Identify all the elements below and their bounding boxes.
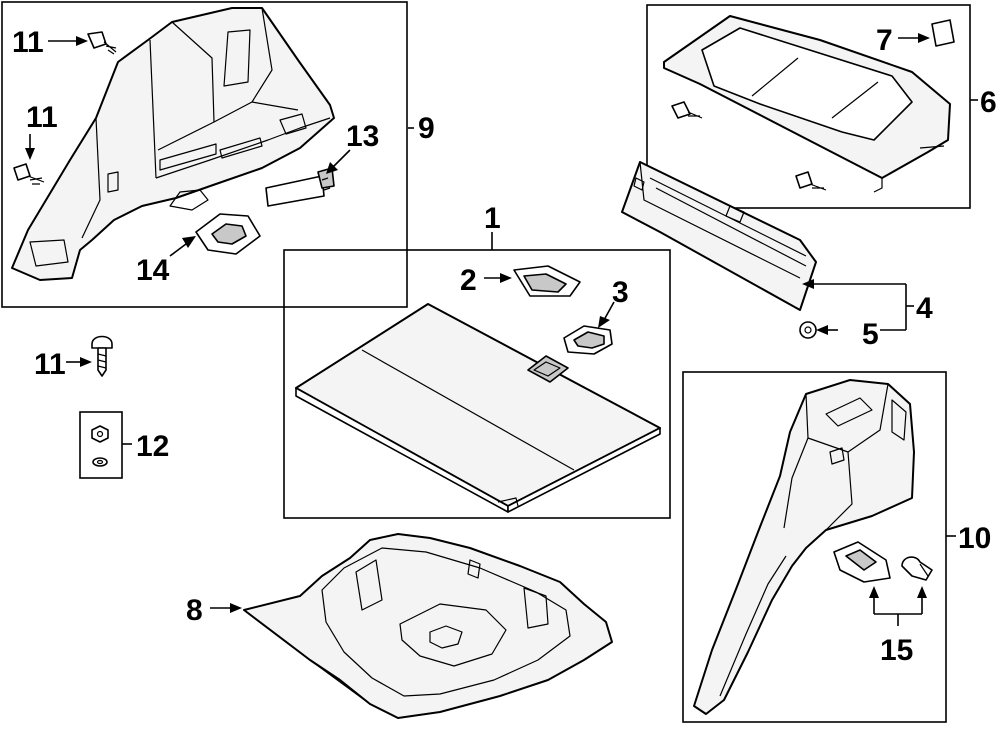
callout-6: 6 xyxy=(980,86,997,119)
scuff-plate-part xyxy=(621,161,817,311)
cover-handle-part xyxy=(513,265,581,297)
group-box-6 xyxy=(646,4,971,209)
group-box-12 xyxy=(79,411,123,479)
callout-2: 2 xyxy=(460,264,477,297)
callout-15: 15 xyxy=(880,634,913,667)
callout-9: 9 xyxy=(418,112,435,145)
clip-12-icon xyxy=(91,425,109,467)
callout-8: 8 xyxy=(186,594,203,627)
cargo-cover-part xyxy=(295,303,661,513)
callout-14: 14 xyxy=(136,254,170,287)
bulb-part xyxy=(901,556,933,581)
quarter-trim-right-part xyxy=(693,379,915,715)
screw-11a-icon xyxy=(87,31,117,55)
screw-6b-icon xyxy=(795,171,827,191)
callout-11b: 11 xyxy=(26,101,58,134)
callout-3: 3 xyxy=(612,276,629,309)
callout-1: 1 xyxy=(484,202,501,235)
callout-10: 10 xyxy=(958,522,991,555)
floor-tray-part xyxy=(243,533,613,719)
nut-5-icon xyxy=(799,321,817,339)
package-tray-part xyxy=(663,15,951,193)
screw-11c-icon xyxy=(91,335,113,377)
lamp-housing-part xyxy=(833,541,891,583)
callout-11c: 11 xyxy=(34,348,66,381)
callout-4: 4 xyxy=(916,292,933,325)
quarter-trim-left-part xyxy=(11,7,335,281)
group-box-1 xyxy=(283,249,671,519)
screw-6a-icon xyxy=(671,101,703,119)
cover-latch-part xyxy=(563,325,613,355)
group-box-10 xyxy=(682,371,947,723)
callout-13: 13 xyxy=(346,120,379,153)
callout-12: 12 xyxy=(136,430,169,463)
clip-7-part xyxy=(931,19,955,47)
trim-strip-part xyxy=(265,167,335,207)
screw-11b-icon xyxy=(13,163,45,185)
group-box-9 xyxy=(1,1,408,308)
callout-11a: 11 xyxy=(12,26,44,59)
callout-7: 7 xyxy=(876,24,893,57)
cargo-hook-part xyxy=(195,213,261,255)
callout-5: 5 xyxy=(862,318,879,351)
